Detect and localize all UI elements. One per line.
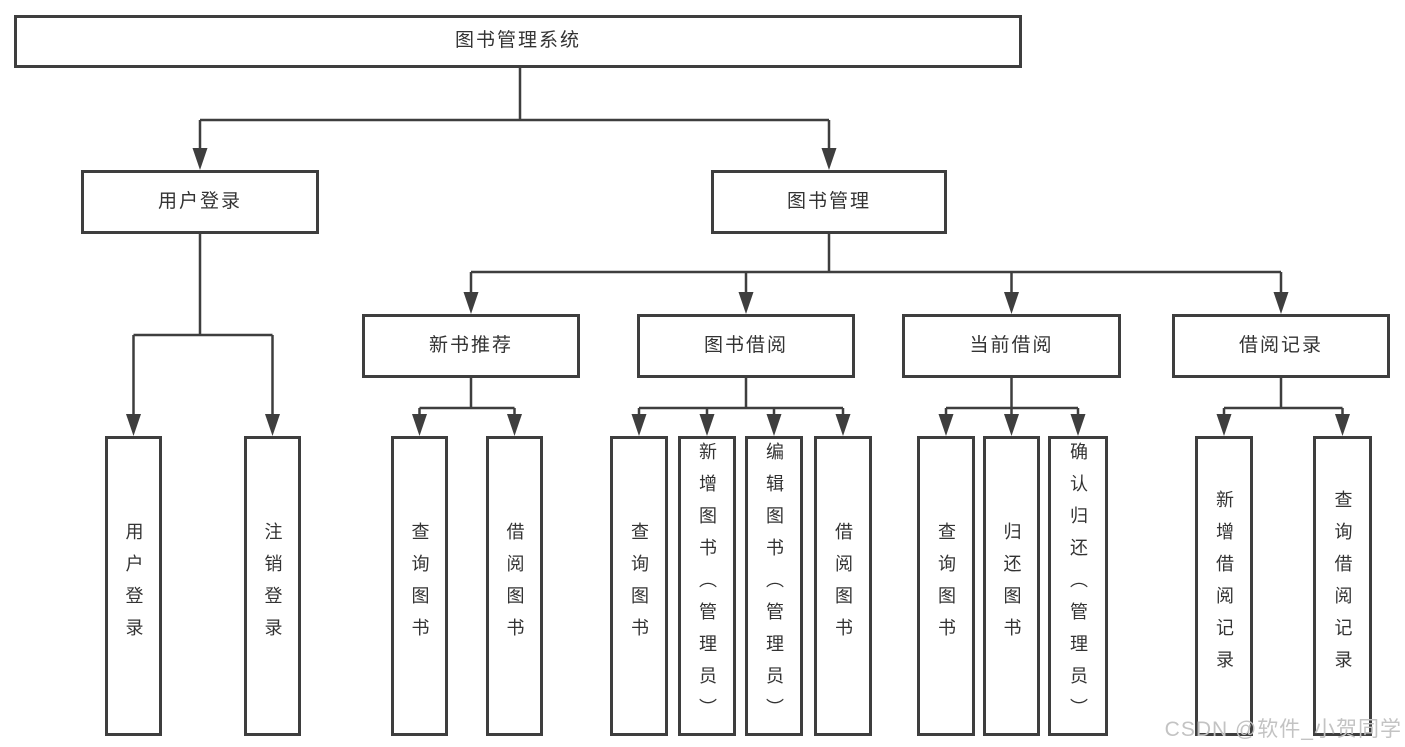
leaf-br-query-record: 查询借阅记录 (1313, 436, 1372, 736)
leaf-cb-confirm-return: 确认归还（管理员） (1048, 436, 1108, 736)
arrow-down-icon (192, 148, 208, 170)
arrow-down-icon (738, 292, 754, 314)
node-user-login: 用户登录 (81, 170, 319, 234)
connector-book-borrow (637, 378, 845, 422)
leaf-br-add-record: 新增借阅记录 (1195, 436, 1253, 736)
leaf-user-login-label: 用户登录 (123, 522, 144, 650)
node-root-label: 图书管理系统 (454, 30, 581, 52)
node-borrow-records-label: 借阅记录 (1238, 334, 1323, 356)
leaf-nb-query-books: 查询图书 (391, 436, 448, 736)
node-root: 图书管理系统 (14, 15, 1022, 68)
leaf-cb-query-books: 查询图书 (917, 436, 975, 736)
arrow-down-icon (1004, 414, 1019, 436)
leaf-cb-query-books-label: 查询图书 (936, 522, 956, 650)
connector-borrow-records (1222, 378, 1344, 422)
leaf-br-query-record-label: 查询借阅记录 (1332, 490, 1353, 682)
node-new-books: 新书推荐 (362, 314, 580, 378)
leaf-cb-return-books: 归还图书 (983, 436, 1040, 736)
arrow-down-icon (766, 414, 782, 436)
arrow-down-icon (821, 148, 837, 170)
leaf-bb-edit-books: 编辑图书（管理员） (745, 436, 803, 736)
connector-new-books (418, 378, 516, 422)
arrow-down-icon (507, 414, 522, 436)
connector-user-login (132, 234, 274, 420)
leaf-bb-borrow-books-label: 借阅图书 (833, 522, 853, 650)
node-borrow-records: 借阅记录 (1172, 314, 1390, 378)
node-book-mgmt-label: 图书管理 (786, 190, 871, 212)
arrow-down-icon (412, 414, 427, 436)
leaf-cb-confirm-return-label: 确认归还（管理员） (1068, 442, 1088, 730)
leaf-bb-add-books: 新增图书（管理员） (678, 436, 736, 736)
arrow-down-icon (265, 414, 280, 436)
arrow-down-icon (463, 292, 479, 314)
csdn-watermark: CSDN @软件_小贺同学 (1164, 718, 1402, 741)
node-new-books-label: 新书推荐 (428, 334, 513, 356)
leaf-br-add-record-label: 新增借阅记录 (1214, 490, 1234, 682)
node-current-borrow: 当前借阅 (902, 314, 1121, 378)
arrow-down-icon (631, 414, 647, 436)
leaf-user-login: 用户登录 (105, 436, 162, 736)
arrow-down-icon (126, 414, 141, 436)
leaf-logout: 注销登录 (244, 436, 301, 736)
leaf-bb-edit-books-label: 编辑图书（管理员） (764, 442, 784, 730)
node-book-borrow: 图书借阅 (637, 314, 855, 378)
connector-root (198, 68, 831, 154)
arrow-down-icon (835, 414, 851, 436)
node-user-login-label: 用户登录 (157, 190, 242, 212)
leaf-bb-add-books-label: 新增图书（管理员） (697, 442, 717, 730)
arrow-down-icon (1070, 414, 1086, 436)
node-current-borrow-label: 当前借阅 (969, 334, 1054, 356)
leaf-nb-borrow-books-label: 借阅图书 (504, 522, 525, 650)
leaf-logout-label: 注销登录 (262, 522, 283, 650)
arrow-down-icon (1004, 292, 1019, 314)
arrow-down-icon (699, 414, 715, 436)
connector-book-mgmt (469, 234, 1283, 300)
arrow-down-icon (1216, 414, 1232, 436)
leaf-nb-query-books-label: 查询图书 (409, 522, 430, 650)
leaf-cb-return-books-label: 归还图书 (1001, 522, 1022, 650)
leaf-bb-borrow-books: 借阅图书 (814, 436, 872, 736)
arrow-down-icon (1335, 414, 1350, 436)
node-book-borrow-label: 图书借阅 (703, 334, 788, 356)
arrow-down-icon (1273, 292, 1289, 314)
arrow-down-icon (938, 414, 954, 436)
node-book-mgmt: 图书管理 (711, 170, 947, 234)
leaf-bb-query-books-label: 查询图书 (629, 522, 649, 650)
leaf-nb-borrow-books: 借阅图书 (486, 436, 543, 736)
leaf-bb-query-books: 查询图书 (610, 436, 668, 736)
